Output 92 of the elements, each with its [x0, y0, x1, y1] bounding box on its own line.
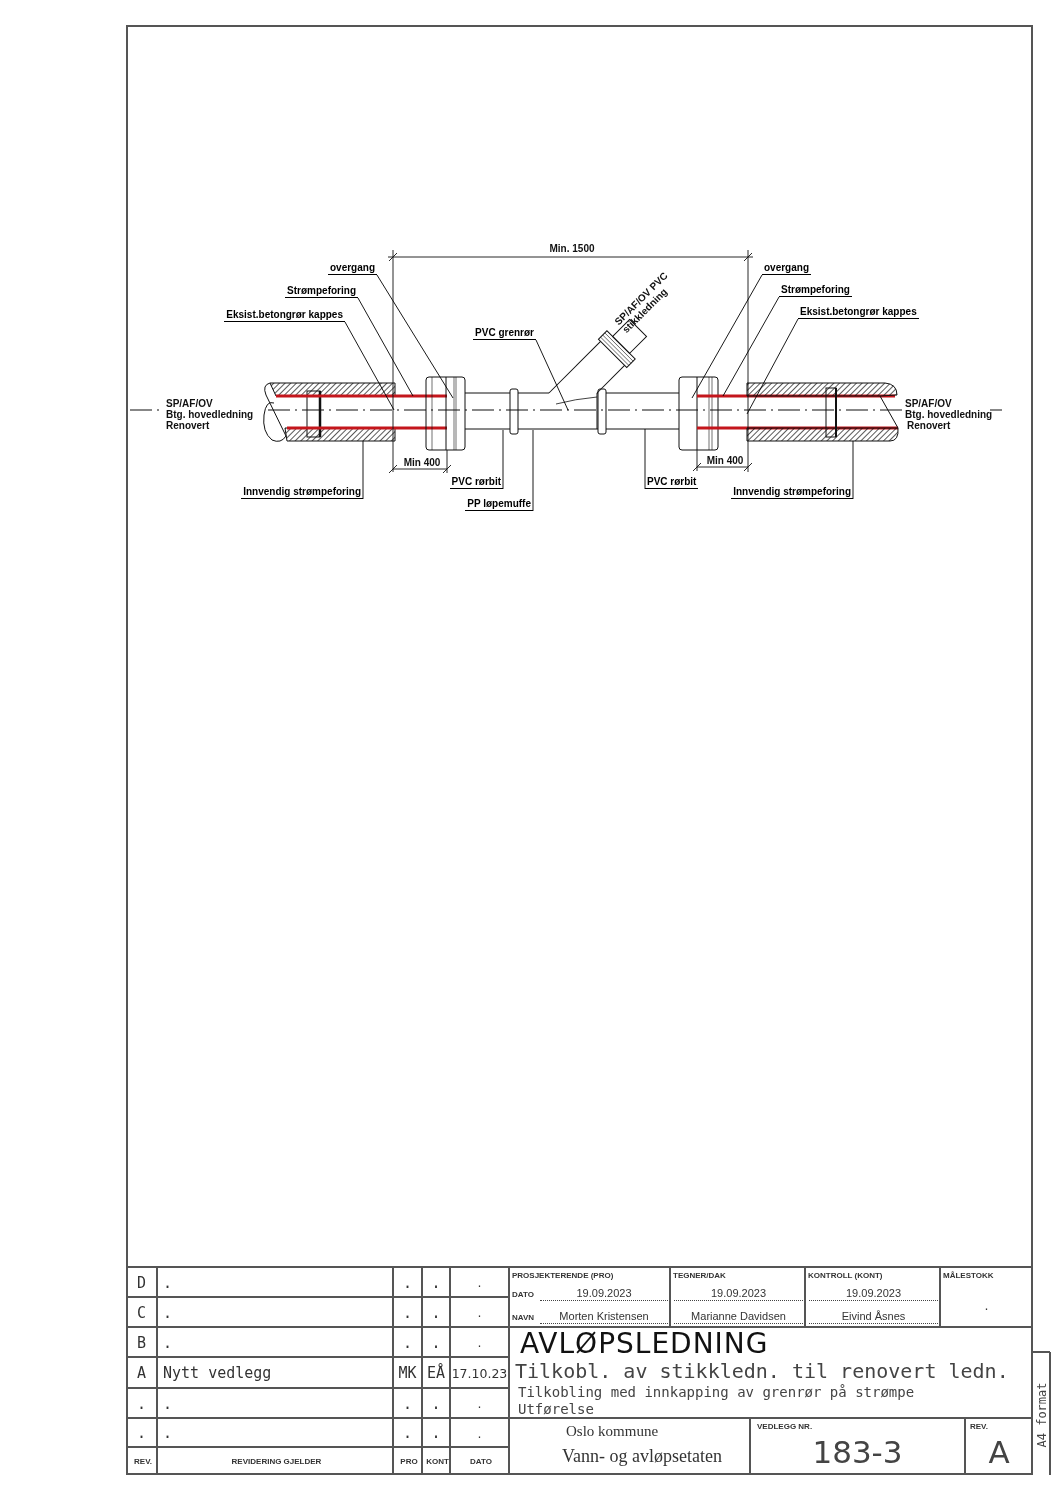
initials: . [431, 1424, 441, 1442]
field-heading: PROSJEKTERENDE (PRO) [512, 1270, 614, 1280]
leader-line [502, 429, 504, 490]
pipe-label: Btg. hovedledning [166, 409, 254, 420]
fill-in-line: Morten Kristensen [540, 1310, 668, 1324]
fill-in-line: 19.09.2023 [674, 1287, 803, 1301]
part-label: Strømpeforing [285, 285, 358, 298]
scale-value: . [984, 1297, 989, 1313]
revision-date: . [477, 1305, 482, 1320]
field-heading: DATO [512, 1289, 534, 1299]
revision-letter: D [137, 1273, 146, 1292]
revision-text: . [163, 1273, 173, 1292]
leader-line [376, 274, 454, 399]
pipe-label: SP/AF/OV [166, 398, 213, 409]
dimension-label: Min 400 [403, 456, 441, 468]
part-label: PVC rørbit [449, 476, 503, 489]
dimension-label: Min 400 [706, 454, 744, 466]
column-header: DATO [470, 1457, 492, 1466]
part-label: Innvendig strømpeforing [731, 486, 853, 499]
leader-line [852, 440, 854, 500]
fill-in-line: Eivind Åsnes [809, 1310, 938, 1324]
part-label: Eksist.betongrør kappes [798, 306, 919, 319]
fill-in-line: Marianne Davidsen [674, 1310, 803, 1324]
leader-line [722, 296, 780, 397]
part-label: PVC grenrør [473, 327, 536, 340]
field-heading: VEDLEGG NR. [757, 1421, 813, 1431]
initials: . [403, 1273, 412, 1292]
field-heading: MÅLESTOKK [943, 1270, 994, 1280]
initials: . [431, 1333, 441, 1352]
paper-format: A4 format [1034, 1382, 1049, 1448]
revision-date: . [477, 1396, 482, 1411]
revision-letter: A [137, 1364, 146, 1382]
leader-line [535, 339, 569, 411]
initials: EÅ [426, 1364, 446, 1382]
part-label: PP løpemuffe [465, 498, 533, 511]
pipe-label: Renovert [166, 420, 210, 431]
initials: MK [398, 1364, 417, 1382]
leader-line [357, 297, 414, 397]
part-label: overgang [328, 262, 377, 275]
field-heading: NAVN [512, 1312, 535, 1322]
leader-line [532, 429, 534, 512]
leader-line [362, 440, 364, 500]
revision-text: . [163, 1303, 173, 1322]
part-label: PVC rørbit [645, 476, 699, 489]
revision-date: . [477, 1425, 482, 1441]
dimension-label: Min. 1500 [549, 242, 595, 254]
leader-line [691, 274, 763, 399]
initials: . [403, 1333, 412, 1352]
column-header: PRO [400, 1457, 418, 1466]
fill-in-line: 19.09.2023 [540, 1287, 668, 1301]
revision-text: . [163, 1424, 173, 1442]
revision-text: . [163, 1333, 173, 1352]
fill-in-line: 19.09.2023 [809, 1287, 938, 1301]
initials: . [403, 1303, 412, 1322]
revision-letter: B [137, 1333, 146, 1352]
field-heading: KONTROLL (KONT) [808, 1270, 883, 1280]
drawing-number: 183-3 [812, 1434, 903, 1470]
pipe-label: Btg. hovedledning [905, 409, 993, 420]
column-header: KONT [426, 1457, 449, 1466]
drawing-description: Tilkobling med innkapping av grenrør på strømpe [518, 1383, 915, 1400]
drawing-description: Utførelse [518, 1400, 594, 1417]
drawing-title: AVLØPSLEDNING [520, 1327, 769, 1360]
pipe-label: SP/AF/OV [905, 398, 952, 409]
revision-text: Nytt vedlegg [163, 1364, 272, 1382]
leader-line [344, 321, 395, 411]
revision-date: 17.10.23 [451, 1365, 508, 1381]
revision-letter: . [137, 1424, 146, 1442]
revision-date: . [477, 1275, 482, 1290]
leader-line [746, 318, 799, 415]
initials: . [431, 1303, 441, 1322]
part-label: Eksist.betongrør kappes [224, 309, 345, 322]
revision-letter: C [137, 1303, 146, 1322]
organization-name: Oslo kommune [566, 1422, 659, 1440]
department-name: Vann- og avløpsetaten [562, 1445, 722, 1467]
revision-date: . [477, 1335, 482, 1350]
initials: . [431, 1394, 441, 1413]
field-heading: TEGNER/DAK [673, 1270, 726, 1280]
leader-line [644, 428, 646, 490]
part-label: Innvendig strømpeforing [241, 486, 363, 499]
column-header: REV. [134, 1457, 152, 1466]
revision-letter: . [137, 1394, 146, 1413]
initials: . [431, 1273, 441, 1292]
initials: . [403, 1394, 412, 1413]
part-label: overgang [762, 262, 811, 275]
revision-text: . [163, 1394, 173, 1413]
pipe-label: Renovert [907, 420, 951, 431]
field-heading: REV. [970, 1421, 988, 1431]
initials: . [403, 1424, 412, 1442]
revision-value: A [988, 1434, 1010, 1470]
part-label: Strømpeforing [779, 284, 852, 297]
column-header: REVIDERING GJELDER [231, 1457, 322, 1466]
drawing-subtitle: Tilkobl. av stikkledn. til renovert ledn. [515, 1359, 1009, 1383]
